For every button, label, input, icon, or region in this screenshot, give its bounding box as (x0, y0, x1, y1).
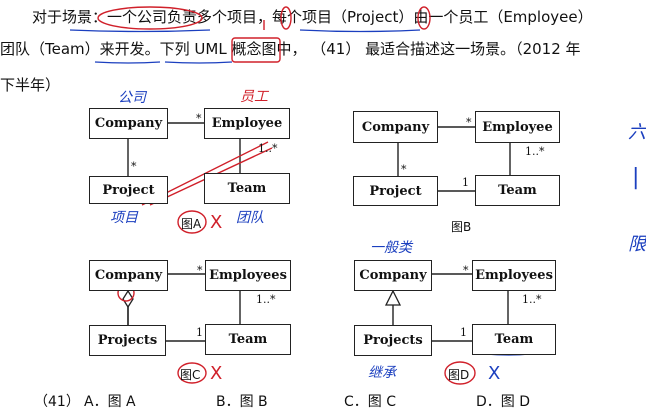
fig-c-mult-project-team: 1 (196, 326, 203, 339)
cross-mark-d: X (488, 363, 501, 384)
fig-a-team-box: Team (204, 173, 290, 204)
option-a[interactable]: A．图 A (84, 394, 136, 410)
option-d[interactable]: D．图 D (476, 394, 531, 410)
fig-a-company-box: Company (89, 108, 168, 139)
fig-d-mult-team-employee: 1..* (522, 293, 542, 306)
fig-a-mult-company-employee: * (196, 112, 202, 125)
fig-d-employee-box: Employees (472, 260, 556, 291)
fig-c-employee-box: Employees (205, 260, 291, 291)
question-line-3: 下半年） (0, 76, 61, 94)
cross-mark-c: X (210, 363, 223, 384)
fig-b-project-box: Project (353, 176, 438, 206)
fig-d-caption: 图D (448, 368, 470, 382)
fig-d-mult-company-employee: * (463, 264, 469, 277)
cross-mark-a: X (210, 212, 223, 233)
fig-c-mult-company-employee: * (197, 264, 203, 277)
question-line-2: 团队（Team）来开发。下列 UML 概念图中， （41） 最适合描述这一场景。… (0, 40, 581, 58)
fig-a-mult-company-project: * (131, 160, 137, 173)
fig-b-team-box: Team (475, 175, 560, 206)
fig-b-mult-company-project: * (401, 163, 407, 176)
handwriting-project-note: 项目 (110, 210, 138, 226)
fig-b-caption: 图B (451, 220, 472, 234)
handwriting-company-note: 公司 (118, 90, 146, 106)
fig-d-project-box: Projects (354, 325, 432, 356)
option-b[interactable]: B．图 B (216, 394, 268, 410)
fig-d-team-box: Team (472, 324, 556, 355)
fig-b-employee-box: Employee (475, 111, 560, 143)
fig-b-mult-team-employee: 1..* (525, 145, 545, 158)
fig-a-mult-team-employee: 1..* (258, 142, 278, 155)
question-line-1: 对于场景：一个公司负责多个项目，每个项目（Project）由一个员工（Emplo… (32, 8, 593, 26)
fig-b-mult-project-team: 1 (462, 176, 469, 189)
handwriting-team-note: 团队 (236, 210, 264, 226)
fig-b-company-box: Company (353, 111, 438, 143)
handwriting-side-note-2: | (632, 165, 640, 190)
fig-a-caption: 图A (181, 217, 202, 231)
fig-c-project-box: Projects (89, 325, 166, 356)
handwriting-side-note-3: 限 (628, 234, 646, 255)
fig-c-company-box: Company (89, 260, 168, 291)
fig-d-mult-project-team: 1 (460, 326, 467, 339)
fig-d-company-box: Company (354, 260, 432, 291)
handwriting-inherit-note: 继承 (368, 365, 396, 381)
fig-c-mult-team-employee: 1..* (256, 293, 276, 306)
fig-a-project-box: Project (89, 176, 168, 204)
fig-b-mult-company-employee: * (466, 116, 472, 129)
option-number: （41） (34, 394, 80, 410)
handwriting-general-note: 一般类 (370, 240, 412, 256)
fig-a-employee-box: Employee (204, 108, 290, 139)
option-c[interactable]: C．图 C (344, 394, 397, 410)
handwriting-employee-note: 员工 (240, 89, 268, 105)
fig-c-team-box: Team (205, 324, 291, 355)
fig-c-caption: 图C (180, 368, 201, 382)
handwriting-side-note-1: 六 (628, 122, 646, 143)
